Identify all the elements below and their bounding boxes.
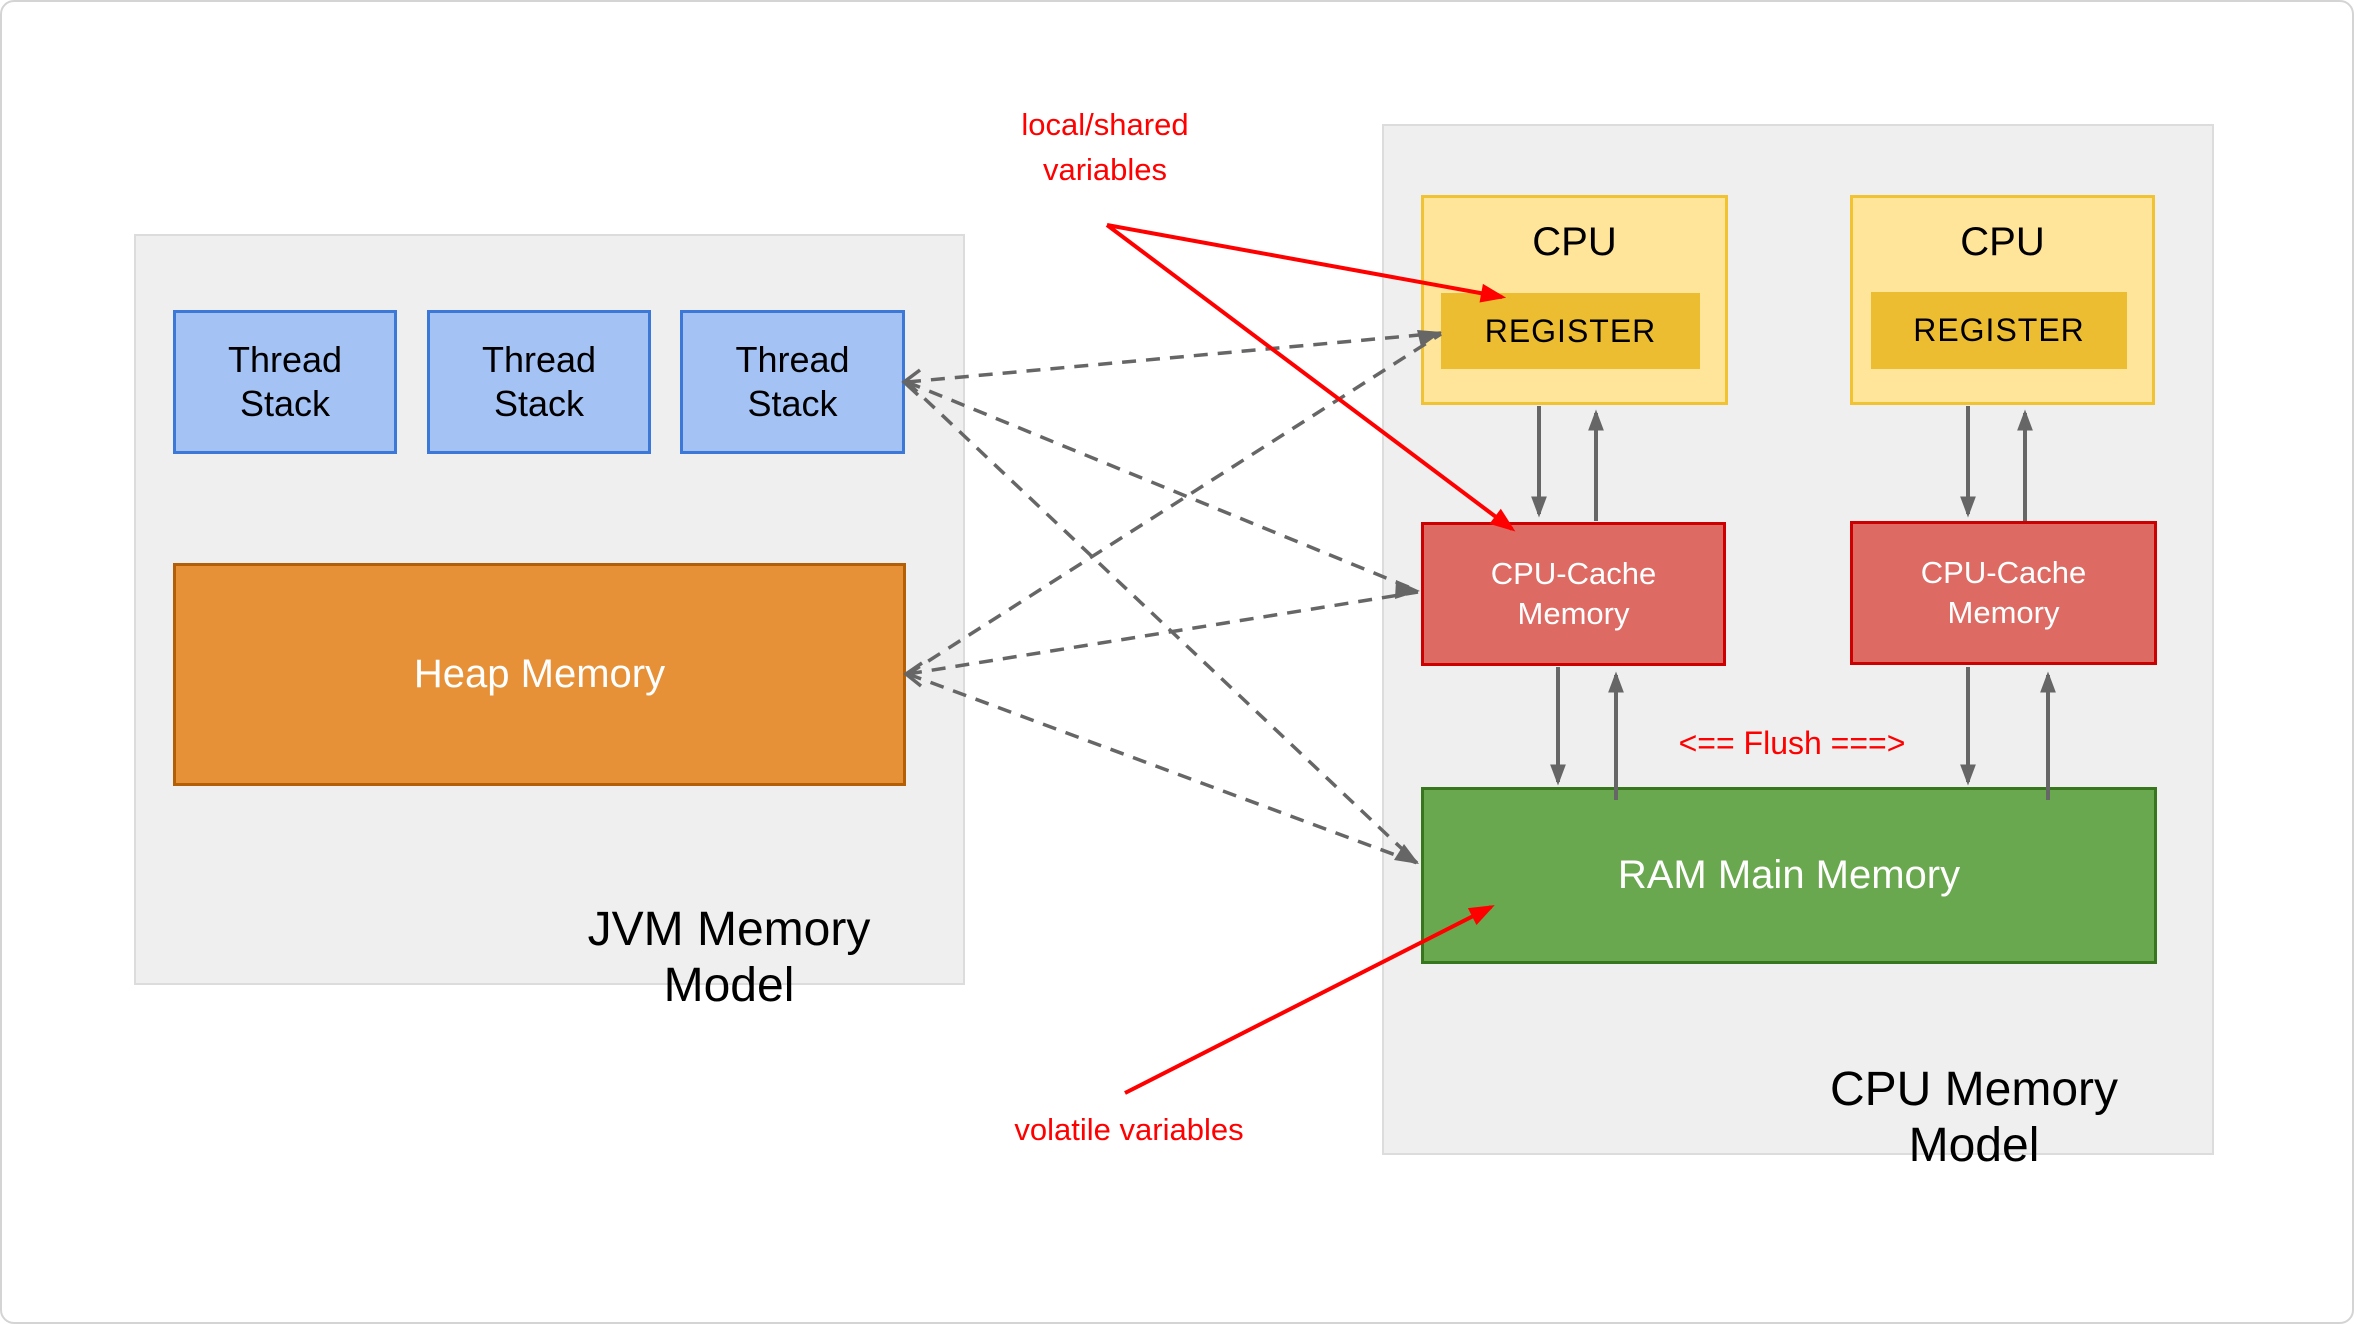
dashed-link-heap-register bbox=[907, 332, 1442, 676]
cpu-cache-label: CPU-Cache Memory bbox=[1490, 556, 1657, 631]
register-label: REGISTER bbox=[1913, 312, 2085, 348]
cpu-cache-box-1: CPU-Cache Memory bbox=[1421, 522, 1726, 666]
thread-stack-label: Thread Stack bbox=[735, 339, 850, 424]
dashed-link-stack-register bbox=[906, 331, 1442, 384]
heap-memory-label: Heap Memory bbox=[413, 652, 666, 696]
dashed-link-arrows bbox=[901, 330, 1442, 865]
dashed-link-heap-ram bbox=[907, 672, 1418, 865]
thread-stack-label: Thread Stack bbox=[481, 339, 597, 424]
cpu-title: CPU bbox=[1960, 220, 2045, 264]
heap-memory-box: Heap Memory bbox=[173, 563, 906, 786]
register-label: REGISTER bbox=[1484, 312, 1657, 349]
thread-stack-box-1: Thread Stack bbox=[173, 310, 397, 454]
dashed-link-stack-cache bbox=[906, 380, 1419, 593]
volatile-variables-annotation: volatile variables bbox=[1014, 1112, 1244, 1147]
flush-annotation: <== Flush ===> bbox=[1678, 725, 1906, 761]
thread-stack-box-3: Thread Stack bbox=[680, 310, 905, 454]
register-box-2: REGISTER bbox=[1871, 292, 2127, 369]
thread-stack-label: Thread Stack bbox=[227, 339, 343, 424]
dashed-link-heap-cache bbox=[907, 590, 1419, 676]
cpu-title: CPU bbox=[1532, 220, 1617, 264]
cpu-panel-title: CPU Memory Model bbox=[1829, 1063, 2119, 1172]
ram-main-memory-label: RAM Main Memory bbox=[1617, 853, 1961, 897]
thread-stack-box-2: Thread Stack bbox=[427, 310, 651, 454]
cpu-cache-label: CPU-Cache Memory bbox=[1920, 555, 2087, 630]
jvm-panel-title: JVM Memory Model bbox=[587, 903, 871, 1012]
local-shared-variables-annotation: local/shared variables bbox=[1021, 107, 1189, 187]
register-box-1: REGISTER bbox=[1441, 293, 1700, 369]
cpu-cache-box-2: CPU-Cache Memory bbox=[1850, 521, 2157, 665]
ram-main-memory-box: RAM Main Memory bbox=[1421, 787, 2157, 964]
dashed-link-stack-ram bbox=[905, 380, 1419, 865]
